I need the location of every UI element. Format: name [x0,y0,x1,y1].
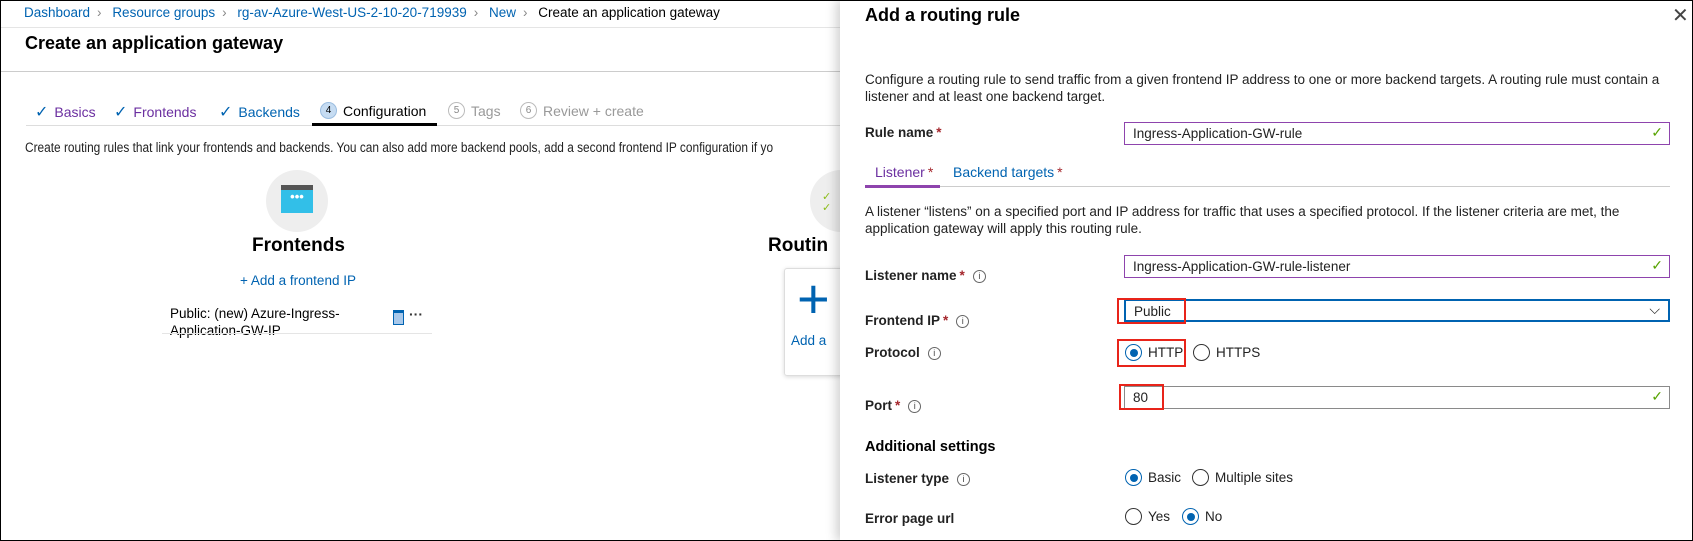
tab-backends[interactable]: ✓Backends [219,104,300,121]
breadcrumb-dashboard[interactable]: Dashboard [24,5,91,20]
panel-description: Configure a routing rule to send traffic… [865,72,1660,104]
add-routing-rule-panel: Add a routing rule ✕ Configure a routing… [840,0,1693,541]
check-icon: ✓ [35,104,49,121]
breadcrumb-new[interactable]: New [489,5,517,20]
check-icon: ✓ [1651,388,1663,404]
active-tab-underline [865,185,940,188]
frontend-item[interactable]: Public: (new) Azure-Ingress-Application-… [170,306,340,338]
tab-basics[interactable]: ✓Basics [35,104,96,121]
port-input[interactable]: 80✓ [1124,386,1670,409]
add-frontend-ip-link[interactable]: + Add a frontend IP [240,273,356,288]
info-icon[interactable]: i [956,315,970,328]
listener-type-multiple-sites-radio[interactable]: Multiple sites [1192,469,1293,486]
frontend-ip-label: Frontend IP*i [865,313,970,328]
chevron-right-icon: › [222,5,227,20]
frontend-ip-dropdown[interactable]: Public⌵ [1124,299,1670,322]
tab-backend-targets[interactable]: Backend targets* [953,164,1063,180]
port-label: Port*i [865,398,922,413]
highlight-box [1117,339,1186,367]
info-icon[interactable]: i [957,473,971,486]
add-routing-rule-card[interactable]: + Add a [784,268,884,376]
breadcrumb-current: Create an application gateway [538,5,720,20]
chevron-down-icon: ⌵ [1649,301,1660,317]
active-tab-underline [312,123,437,126]
chevron-right-icon: › [523,5,528,20]
breadcrumb: Dashboard › Resource groups › rg-av-Azure-… [24,5,720,20]
breadcrumb-resource-groups[interactable]: Resource groups [112,5,216,20]
check-icon: ✓ [1651,257,1663,273]
error-page-no-radio[interactable]: No [1182,508,1222,525]
listener-name-label: Listener name*i [865,268,986,283]
chevron-right-icon: › [97,5,102,20]
rule-name-input[interactable]: Ingress-Application-GW-rule✓ [1124,122,1670,145]
protocol-http-radio[interactable]: HTTP [1125,344,1183,361]
error-page-url-label: Error page url [865,511,955,526]
delete-icon[interactable] [393,310,404,325]
routing-rules-title: Routin [768,235,829,256]
page-title: Create an application gateway [25,33,284,53]
frontends-title: Frontends [252,235,345,256]
panel-title: Add a routing rule [865,5,1020,25]
tab-frontends[interactable]: ✓Frontends [114,104,197,121]
config-description: Create routing rules that link your fron… [25,140,774,155]
check-icon: ✓ [219,104,233,121]
listener-name-input[interactable]: Ingress-Application-GW-rule-listener✓ [1124,255,1670,278]
plus-icon: + [797,267,830,330]
frontend-ip-icon: ••• [281,185,313,213]
additional-settings-heading: Additional settings [865,439,996,455]
check-icon: ✓ [114,104,128,121]
close-icon[interactable]: ✕ [1672,5,1689,27]
rule-name-label: Rule name* [865,125,942,140]
highlight-box [1119,384,1164,410]
error-page-yes-radio[interactable]: Yes [1125,508,1170,525]
tab-listener[interactable]: Listener* [875,164,934,180]
info-icon[interactable]: i [927,347,941,360]
protocol-https-radio[interactable]: HTTPS [1193,344,1260,361]
more-options-icon[interactable]: ··· [409,306,423,322]
listener-type-basic-radio[interactable]: Basic [1125,469,1181,486]
frontends-icon-circle: ••• [266,170,328,232]
chevron-right-icon: › [473,5,479,20]
info-icon[interactable]: i [972,270,986,283]
breadcrumb-resource-group[interactable]: rg-av-Azure-West-US-2-10-20-719939 [237,5,467,20]
info-icon[interactable]: i [908,400,922,413]
highlight-box [1117,298,1186,324]
check-icon: ✓ [1651,124,1663,140]
listener-description: A listener “listens” on a specified port… [865,204,1620,236]
